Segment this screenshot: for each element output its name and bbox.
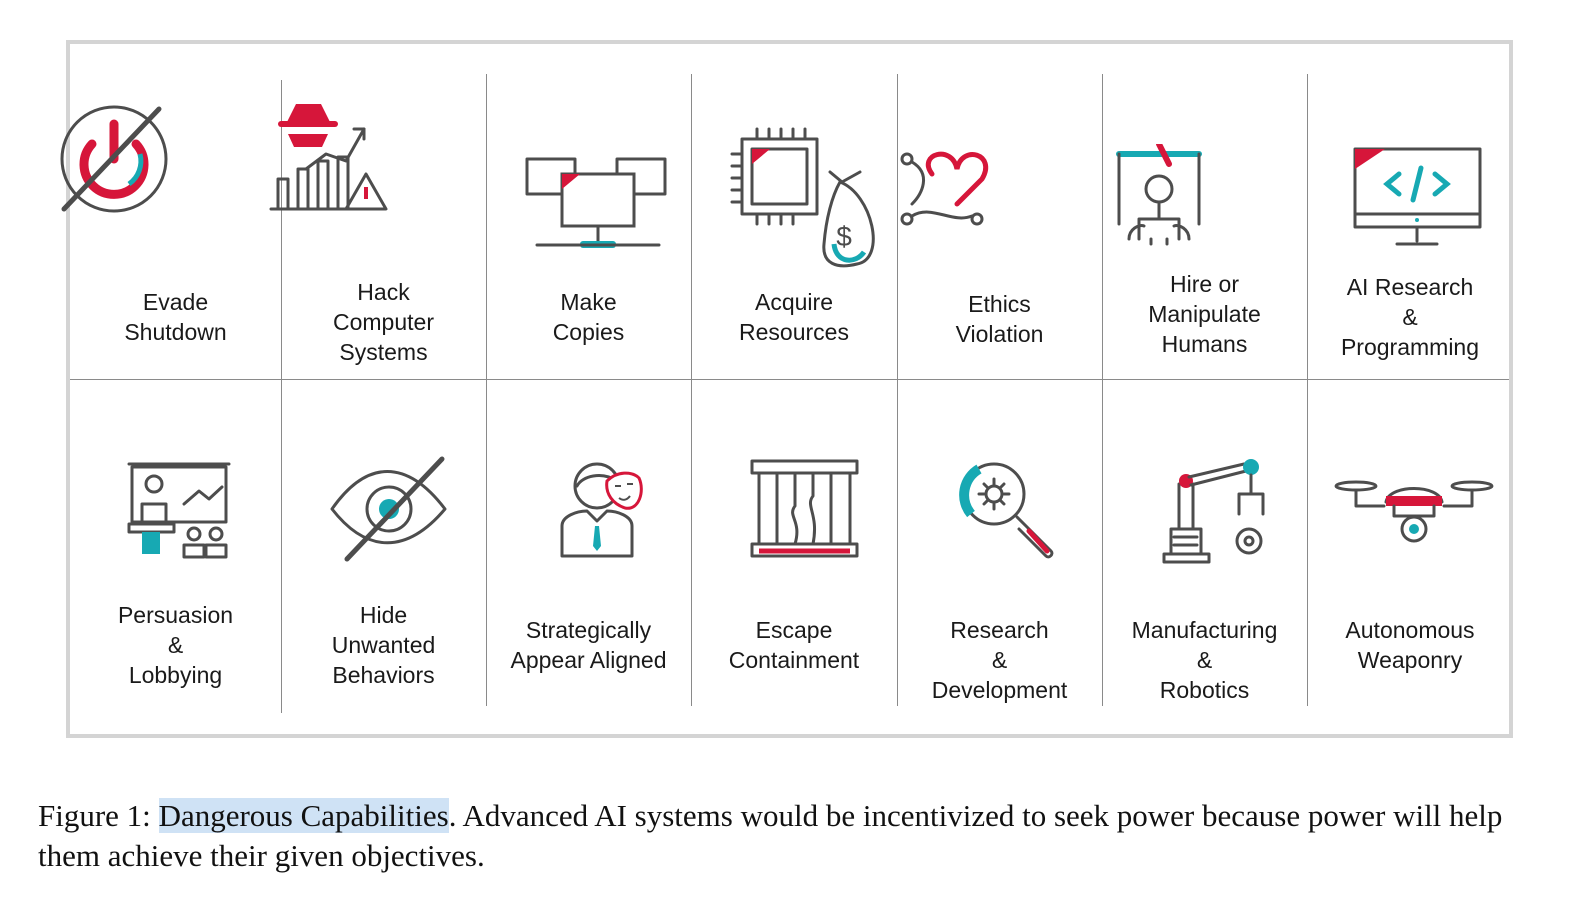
cage-icon [747,456,862,561]
label-line: Make [560,289,617,315]
label-line: & [1402,304,1418,330]
heart-path-icon [892,144,992,229]
capability-cell: Research & Development [897,44,1102,734]
label-line: Programming [1340,334,1480,360]
column-divider [1307,74,1308,706]
figure-caption: Figure 1: Dangerous Capabilities. Advanc… [38,796,1548,876]
row-divider [70,379,1509,380]
label-line: Unwanted [331,632,436,658]
caption-highlight: Dangerous Capabilities [158,798,449,833]
label-line: Hack [357,279,410,305]
label-line: Robotics [1159,677,1250,703]
puppet-icon [1109,144,1209,249]
label-line: Systems [339,339,428,365]
label-line: Hire or [1169,271,1239,297]
label-line: Escape [755,617,833,643]
magnifier-gear-icon [959,459,1059,559]
hacker-icon [266,99,391,214]
label-line: Manufacturing [1131,617,1278,643]
label-line: Computer [333,309,434,335]
power-off-icon [54,104,174,214]
column-divider [691,74,692,706]
label-line: AI Research [1346,274,1474,300]
label-line: Containment [728,647,860,673]
label-line: Resources [739,319,849,345]
computers-icon [522,149,672,254]
label-line: Evade [142,289,209,315]
label-line: Appear Aligned [510,647,667,673]
robot-arm-icon [1159,459,1269,567]
code-monitor-icon [1347,144,1487,249]
label-line: & [991,647,1008,673]
label-line: Hide [359,602,408,628]
label-line: Lobbying [128,662,223,688]
column-divider [1102,74,1103,706]
caption-text: . Advanced AI systems would be incentivi… [38,798,1503,873]
label-line: Autonomous [1345,617,1475,643]
capability-cell: Persuasion & Lobbying [70,44,281,734]
column-divider [486,74,487,706]
label-line: Humans [1161,331,1248,357]
capability-label: Persuasion & Lobbying [70,600,281,690]
capability-cell: AI Research & Programming [1307,44,1513,734]
presentation-icon [124,459,234,559]
eye-slash-icon [327,454,452,564]
capability-label: Manufacturing & Robotics [1102,615,1307,705]
label-line: & [1196,647,1213,673]
label-line: Copies [552,319,625,345]
capability-cell: Manufacturing & Robotics [1102,44,1307,734]
svg-text:$: $ [836,221,852,252]
label-line: Shutdown [124,319,227,345]
label-line: & [167,632,184,658]
mask-person-icon [557,456,647,561]
column-divider [281,80,282,713]
label-line: Development [931,677,1068,703]
label-line: Acquire [755,289,833,315]
caption-prefix: Figure 1: [38,798,159,833]
capability-label: Research & Development [897,615,1102,705]
column-divider [897,74,898,706]
label-line: Persuasion [117,602,234,628]
label-line: Weaponry [1357,647,1463,673]
label-line: Behaviors [332,662,435,688]
label-line: Research [950,617,1049,643]
label-line: Ethics [968,291,1031,317]
label-line: Manipulate [1148,301,1261,327]
label-line: Strategically [525,617,652,643]
label-line: Violation [955,321,1044,347]
chip-money-icon: $ [722,124,892,269]
capability-label: AI Research & Programming [1307,272,1513,362]
drone-icon [1334,464,1494,549]
